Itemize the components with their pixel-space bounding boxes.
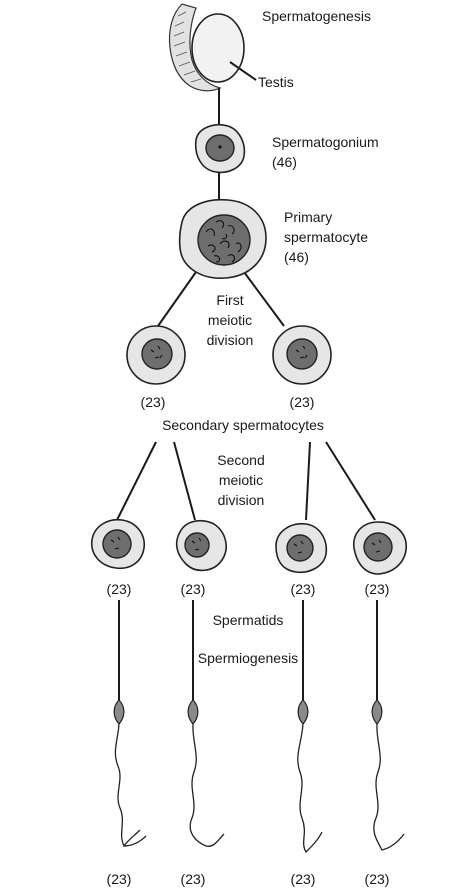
line-primary-to-secondary-left: [157, 271, 197, 327]
secondary-left-count: (23): [141, 394, 166, 410]
secondary-right-count: (23): [290, 394, 315, 410]
spermatid-2: [175, 519, 227, 572]
secondary-right-nucleus: [286, 338, 318, 370]
spermatogonium-nucleolus: [218, 145, 222, 149]
spermatogonium-label: Spermatogonium: [272, 134, 379, 150]
spermatid-1: [91, 518, 146, 570]
spermatogonium-cell: [194, 124, 246, 174]
spermatid-1-nucleus: [102, 529, 132, 559]
sperm-1-tail: [114, 723, 147, 848]
first-meiotic-line3: division: [207, 332, 254, 348]
line-secondary-right-to-spermatid-3: [305, 441, 311, 521]
spermatid-3-chromosomes: [293, 540, 304, 554]
first-meiotic-line1: First: [216, 292, 243, 308]
second-meiotic-line2: meiotic: [219, 472, 263, 488]
spermatid-3-nucleus: [286, 534, 314, 562]
sperm-4: [371, 699, 405, 851]
sperm-3-count: (23): [291, 871, 316, 887]
sperm-2-head: [187, 699, 199, 725]
epididymis-shape: [168, 3, 222, 92]
spermatid-2-chromosomes: [191, 537, 202, 551]
secondary-left-nucleus: [141, 338, 173, 370]
sperm-1: [113, 699, 147, 848]
spermatid-1-chromosomes: [110, 536, 121, 550]
spermatid-3-count: (23): [291, 581, 316, 597]
spermatid-3: [275, 522, 328, 574]
sperm-1-head: [113, 699, 125, 725]
line-secondary-left-to-spermatid-1: [116, 441, 157, 521]
spermatid-2-count: (23): [181, 581, 206, 597]
testis-pointer: [229, 61, 257, 81]
sperm-2: [187, 699, 225, 847]
spermatid-2-nucleus: [184, 532, 210, 558]
second-meiotic-line3: division: [218, 492, 265, 508]
lineage-lines: [116, 88, 378, 700]
sperm-3-tail: [297, 723, 323, 854]
primary-spermatocyte-nucleus: [197, 214, 251, 266]
primary-label-line1: Primary: [284, 209, 332, 225]
sperm-4-tail: [373, 723, 405, 851]
primary-label-line2: spermatocyte: [284, 229, 368, 245]
line-primary-to-secondary-right: [243, 271, 285, 327]
sperm-3-head: [297, 699, 309, 725]
testis-illustration: [168, 3, 257, 92]
primary-count: (46): [284, 249, 309, 265]
secondary-spermatocyte-right: [272, 325, 332, 385]
sperm-2-tail: [189, 723, 225, 847]
spermiogenesis-label: Spermiogenesis: [198, 650, 298, 666]
spermatid-4-chromosomes: [371, 539, 382, 553]
sperm-4-head: [371, 699, 383, 725]
epididymis-hatching: [173, 11, 202, 83]
spermatid-1-count: (23): [107, 581, 132, 597]
line-secondary-right-to-spermatid-4: [325, 441, 376, 521]
first-meiotic-line2: meiotic: [208, 312, 252, 328]
testis-label: Testis: [258, 74, 294, 90]
secondary-spermatocyte-left: [126, 325, 186, 385]
secondary-label: Secondary spermatocytes: [162, 417, 324, 433]
title-label: Spermatogenesis: [262, 8, 371, 24]
sperm-2-count: (23): [181, 871, 206, 887]
spermatid-4-nucleus: [363, 532, 393, 562]
spermatid-4-count: (23): [365, 581, 390, 597]
second-meiotic-line1: Second: [217, 452, 264, 468]
sperm-3: [297, 699, 323, 854]
secondary-left-chromosomes: [150, 345, 163, 359]
spermatogonium-count: (46): [272, 154, 297, 170]
secondary-right-chromosomes: [295, 345, 308, 359]
spermatids-label: Spermatids: [213, 612, 284, 628]
sperm-4-count: (23): [365, 871, 390, 887]
sperm-1-count: (23): [107, 871, 132, 887]
primary-spermatocyte-cell: [178, 198, 267, 279]
primary-chromosomes: [205, 220, 242, 263]
spermatid-4: [353, 521, 407, 575]
testis-shape: [191, 13, 245, 83]
line-secondary-left-to-spermatid-2: [173, 441, 196, 521]
